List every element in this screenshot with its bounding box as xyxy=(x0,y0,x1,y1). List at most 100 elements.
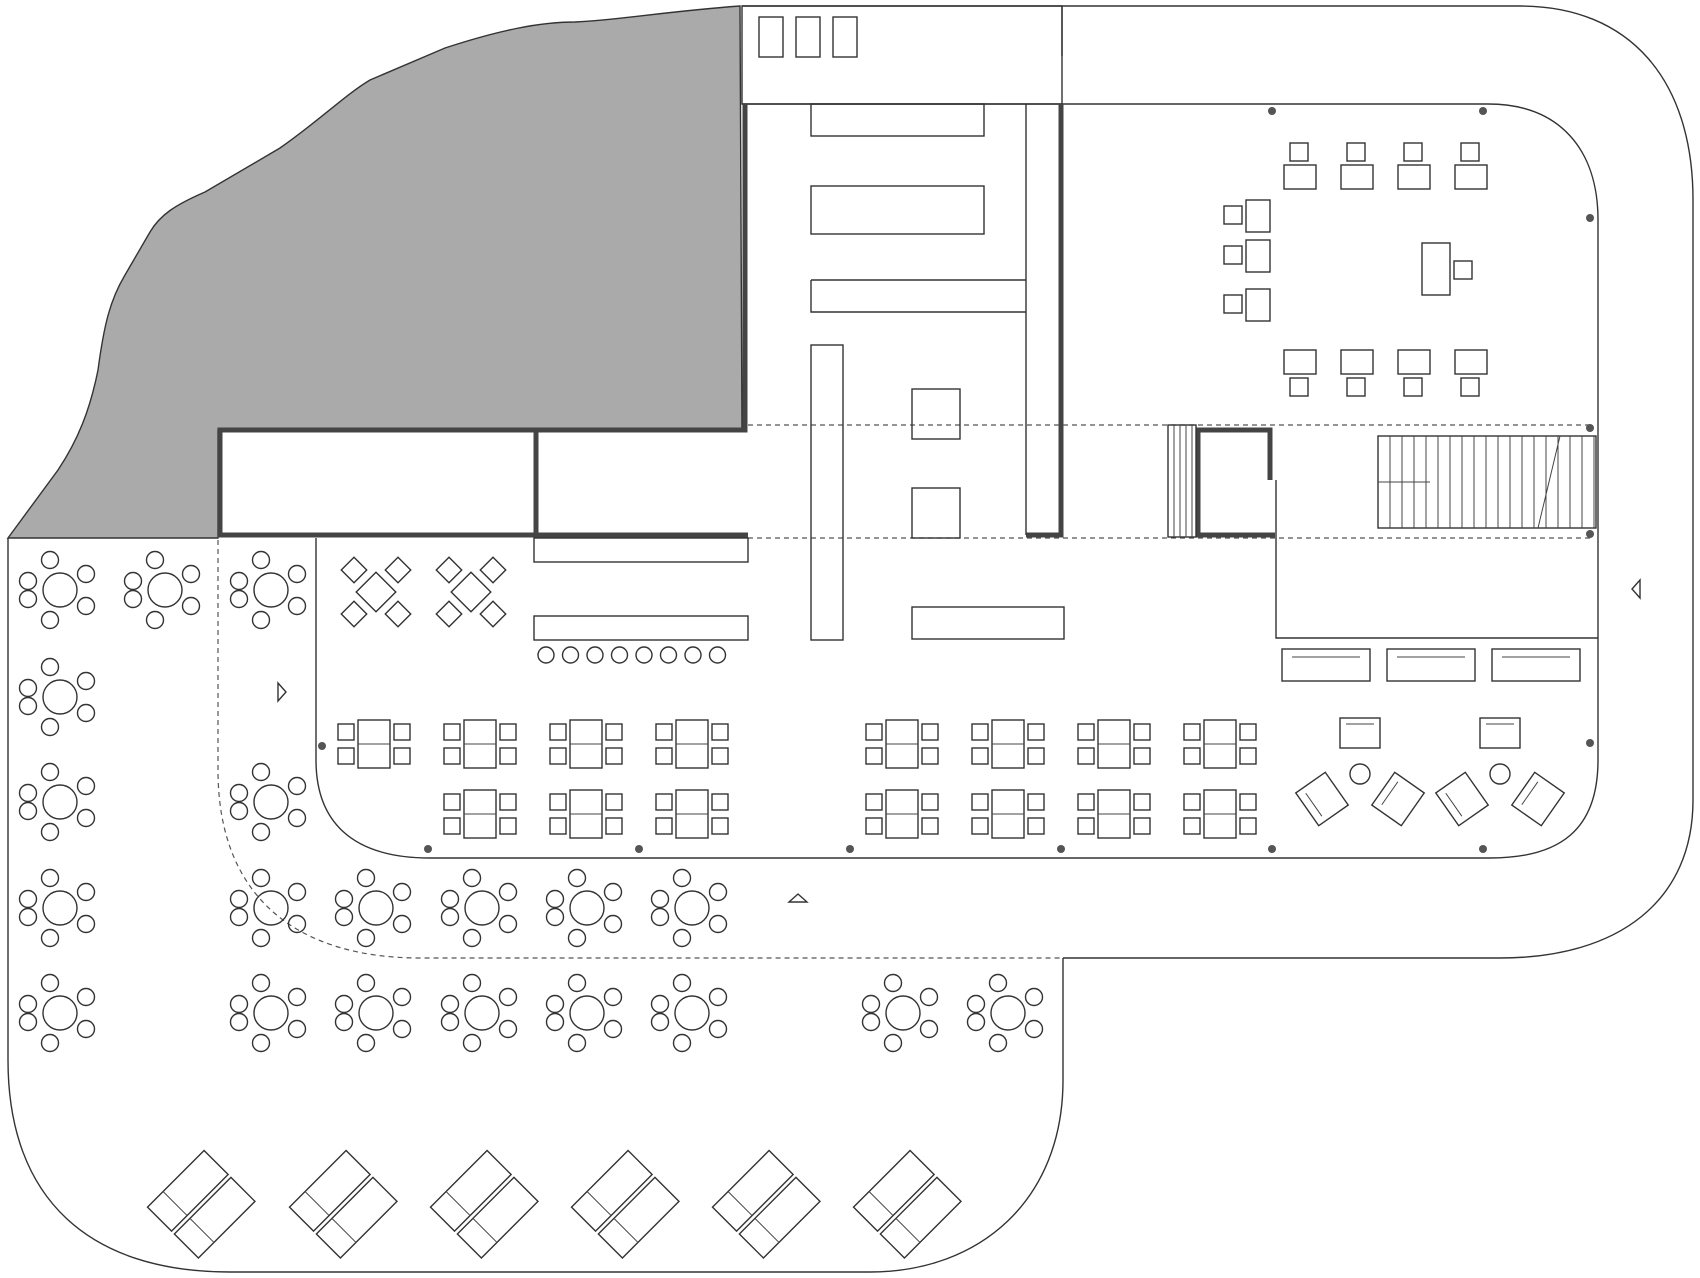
chair xyxy=(1024,987,1044,1007)
chair xyxy=(865,747,883,765)
office-desk xyxy=(1454,142,1488,190)
square-table xyxy=(865,719,939,769)
chair xyxy=(1239,747,1257,765)
chair xyxy=(18,589,38,609)
lounger-pair xyxy=(852,1149,962,1259)
square-table xyxy=(865,789,939,839)
chair xyxy=(18,696,38,716)
office-chair xyxy=(1289,377,1309,397)
chair xyxy=(498,1019,518,1039)
column-dot-icon xyxy=(1268,107,1276,115)
coffee-table xyxy=(1479,717,1521,749)
column-dot-icon xyxy=(1586,214,1594,222)
chair xyxy=(1133,793,1151,811)
side-table xyxy=(1489,763,1511,785)
wall-main xyxy=(217,104,748,538)
chair xyxy=(545,907,565,927)
chair xyxy=(567,973,587,993)
diamond-table xyxy=(435,556,507,628)
chair xyxy=(708,1019,728,1039)
chair xyxy=(971,817,989,835)
chair xyxy=(988,973,1008,993)
chair xyxy=(393,723,411,741)
column-dot-icon xyxy=(1057,845,1065,853)
chair xyxy=(545,889,565,909)
chair xyxy=(337,723,355,741)
lounger xyxy=(597,1176,680,1259)
chair xyxy=(356,868,376,888)
chair xyxy=(123,571,143,591)
round-table-group xyxy=(18,550,1044,1053)
chair xyxy=(356,928,376,948)
chair xyxy=(1027,723,1045,741)
chair xyxy=(499,817,517,835)
chair xyxy=(443,723,461,741)
chair xyxy=(435,600,463,628)
lounger-pair xyxy=(711,1149,821,1259)
chair xyxy=(393,747,411,765)
chair xyxy=(711,817,729,835)
chair xyxy=(251,868,271,888)
chair xyxy=(287,564,307,584)
chair xyxy=(18,1012,38,1032)
chair xyxy=(443,747,461,765)
round-table xyxy=(440,868,518,948)
chair xyxy=(711,793,729,811)
chair xyxy=(650,1012,670,1032)
lounger-pair xyxy=(288,1149,398,1259)
chair xyxy=(435,556,463,584)
counter xyxy=(810,185,985,235)
chair xyxy=(605,793,623,811)
chair xyxy=(440,1012,460,1032)
chair xyxy=(1239,817,1257,835)
bar-stool xyxy=(610,646,629,664)
bar-stool-group xyxy=(537,646,727,664)
round-table xyxy=(229,973,307,1053)
chair xyxy=(1077,723,1095,741)
counter xyxy=(911,606,1065,640)
chair xyxy=(498,882,518,902)
chair xyxy=(440,889,460,909)
round-table xyxy=(334,868,412,948)
office-desk xyxy=(1223,239,1271,273)
chair xyxy=(76,808,96,828)
chair xyxy=(966,1012,986,1032)
chair xyxy=(919,987,939,1007)
chair xyxy=(861,994,881,1014)
lounger-pair xyxy=(570,1149,680,1259)
chair xyxy=(708,914,728,934)
small-stair-icon xyxy=(1167,424,1197,538)
square-table xyxy=(655,789,729,839)
round-table xyxy=(440,973,518,1053)
chair xyxy=(18,571,38,591)
lounge-chair xyxy=(1434,771,1490,827)
chair xyxy=(76,914,96,934)
chair xyxy=(392,882,412,902)
chair xyxy=(18,801,38,821)
column-dot-icon xyxy=(1268,845,1276,853)
wall-core xyxy=(1026,104,1064,538)
round-table xyxy=(650,868,728,948)
office-chair xyxy=(1346,142,1366,162)
round-table xyxy=(650,973,728,1053)
chair xyxy=(229,889,249,909)
chair xyxy=(392,1019,412,1039)
chair xyxy=(708,882,728,902)
chair xyxy=(1077,817,1095,835)
chair xyxy=(40,717,60,737)
chair xyxy=(334,907,354,927)
office-chair xyxy=(1403,377,1423,397)
chair xyxy=(337,747,355,765)
chair xyxy=(921,747,939,765)
bar-counter xyxy=(533,615,749,641)
chair xyxy=(356,973,376,993)
lounge-chair xyxy=(1370,771,1426,827)
chair xyxy=(545,1012,565,1032)
wall-shaft xyxy=(1195,427,1275,538)
chair xyxy=(1239,723,1257,741)
chair xyxy=(40,928,60,948)
chair xyxy=(1027,747,1045,765)
round-table xyxy=(18,762,96,842)
chair xyxy=(605,723,623,741)
